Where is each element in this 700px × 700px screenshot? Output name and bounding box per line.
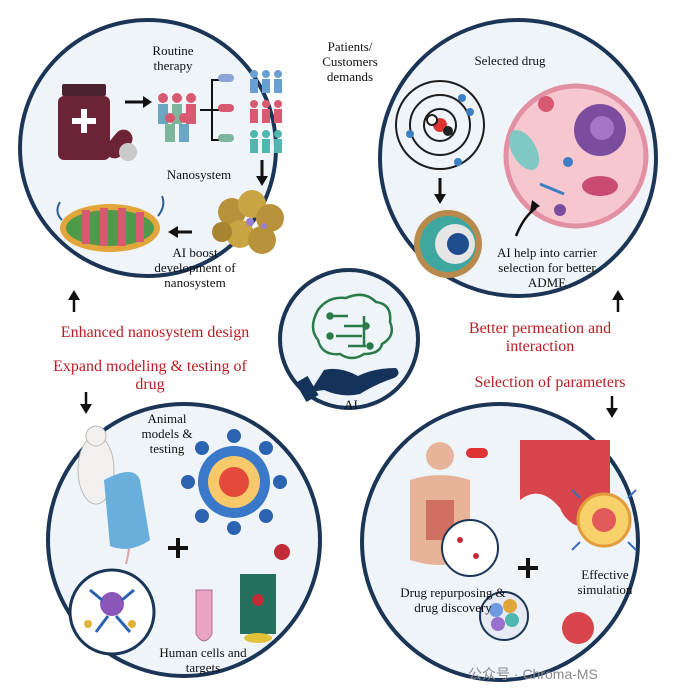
arrow-left-icon: [168, 226, 192, 238]
ai-help-label: AI help into carrier selection for bette…: [497, 245, 597, 290]
arrow-right-icon: [125, 96, 152, 108]
caption-enhanced-nanosystem: Enhanced nanosystem design: [60, 324, 250, 341]
curved-arrow-icon: [514, 200, 540, 237]
plus-icon: [168, 538, 188, 558]
watermark: 公众号 · Chroma-MS: [468, 666, 598, 682]
ai-boost-label: AI boost development of nanosystem: [154, 245, 236, 290]
pill-bottle-icon: [58, 84, 110, 160]
animal-models-label: Animal models & testing: [141, 411, 193, 456]
gloved-hand-icon: [104, 472, 150, 549]
tumor-icon: [562, 612, 594, 644]
drug-repurposing-label: Drug repurposing & drug discovery: [400, 585, 506, 615]
nanoparticle-cluster-icon: [212, 190, 284, 254]
arrow-up-icon-2: [612, 290, 624, 312]
capsule-icon: [105, 129, 137, 161]
arrow-down-icon-3: [80, 392, 92, 414]
caption-better-permeation: Better permeation and interaction: [468, 320, 612, 356]
panel-ai-center: [278, 268, 420, 410]
caption-expand-modeling: Expand modeling & testing of drug: [53, 358, 247, 394]
ai-label: AI: [344, 397, 358, 412]
human-cells-label: Human cells and targets: [159, 645, 247, 675]
brain-circuit-icon: [311, 293, 393, 360]
atom-icon: [395, 80, 485, 170]
arrow-up-icon: [68, 290, 80, 312]
people-rows-icon: [250, 70, 282, 153]
protein-target-icon: [68, 568, 156, 656]
arrow-down-icon-2: [434, 178, 446, 204]
patients-demands-label: Patients/ Customers demands: [322, 39, 378, 84]
tissue-magnify-icon: [441, 519, 499, 577]
arrow-down-icon: [256, 160, 268, 186]
test-tube-icon: [195, 589, 213, 642]
liposome-icon: [571, 489, 637, 551]
pills-small-icon: [218, 74, 234, 142]
ion-channel-icon: [240, 544, 290, 643]
caption-selection-parameters: Selection of parameters: [474, 374, 626, 391]
lipid-nanoparticle-icon: [56, 195, 165, 252]
patients-group-icon: [158, 93, 196, 142]
cell-icon: [503, 83, 649, 229]
effective-simulation-label: Effective simulation: [577, 567, 633, 597]
selected-drug-label: Selected drug: [474, 53, 546, 68]
arrow-down-icon-4: [606, 396, 618, 418]
plus-icon-2: [518, 558, 538, 578]
hand-icon: [295, 368, 399, 403]
routine-therapy-label: Routine therapy: [152, 43, 194, 73]
carrier-particle-icon: [414, 210, 482, 278]
capsule-icon-2: [466, 448, 488, 458]
micelle-icon: [181, 429, 287, 535]
cell-cluster-icon: [479, 591, 529, 641]
nanosystem-label: Nanosystem: [166, 167, 232, 182]
